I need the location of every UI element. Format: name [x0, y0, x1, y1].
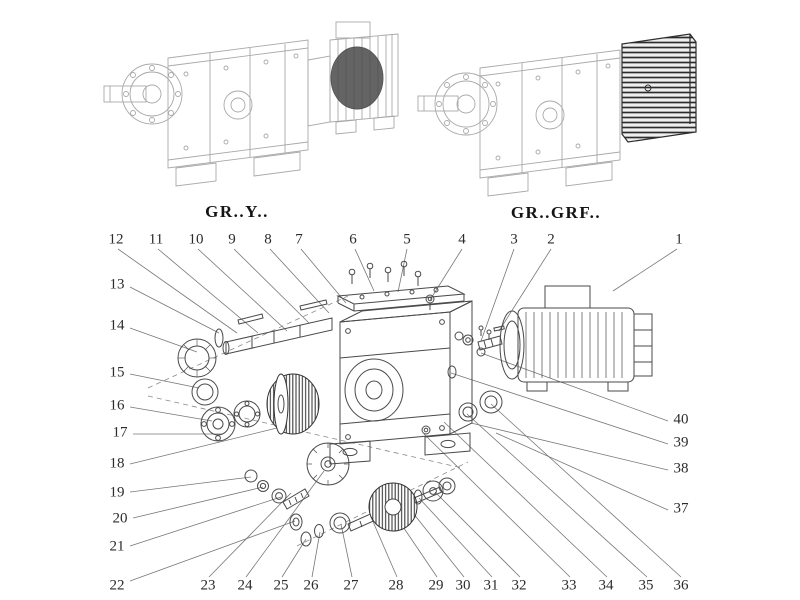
callout-39: 39 — [673, 434, 689, 451]
callout-34: 34 — [598, 577, 614, 594]
callout-23: 23 — [200, 577, 216, 594]
electric-motor — [499, 285, 653, 392]
callout-24: 24 — [237, 577, 253, 594]
callout-30: 30 — [455, 577, 471, 594]
output-shaft — [214, 299, 333, 355]
large-helical-gear — [266, 373, 320, 435]
assembled-unit-gr-grf — [417, 33, 697, 197]
callout-31: 31 — [483, 577, 499, 594]
housing-top-cover — [336, 285, 466, 312]
callout-28: 28 — [388, 577, 404, 594]
callout-37: 37 — [673, 500, 689, 517]
callout-12: 12 — [108, 231, 124, 248]
ball-bearings — [200, 400, 261, 442]
callout-1: 1 — [675, 231, 683, 248]
callout-5: 5 — [403, 231, 411, 248]
callout-22: 22 — [109, 577, 125, 594]
callout-21: 21 — [109, 538, 125, 555]
lower-shaft-assembly — [300, 477, 456, 547]
callout-9: 9 — [228, 231, 236, 248]
callout-38: 38 — [673, 460, 689, 477]
callout-2: 2 — [547, 231, 555, 248]
variant-label-gr-y: GR..Y.. — [205, 202, 269, 221]
callout-11: 11 — [148, 231, 164, 248]
callout-15: 15 — [109, 364, 125, 381]
callout-27: 27 — [343, 577, 359, 594]
washers-spacers — [244, 469, 303, 531]
seal-ring — [177, 338, 219, 406]
input-pinion-parts — [447, 347, 503, 422]
callout-35: 35 — [638, 577, 654, 594]
callout-10: 10 — [188, 231, 204, 248]
callout-40: 40 — [673, 411, 689, 428]
motor-coupling-parts — [454, 325, 505, 351]
leader-lines — [117, 248, 682, 582]
callout-13: 13 — [109, 276, 125, 293]
callout-33: 33 — [561, 577, 577, 594]
assembled-unit-gr-y — [103, 21, 399, 187]
exploded-view — [147, 260, 653, 547]
callout-7: 7 — [295, 231, 303, 248]
pinion-shaft — [282, 488, 310, 510]
callout-8: 8 — [264, 231, 272, 248]
callout-29: 29 — [428, 577, 444, 594]
callout-17: 17 — [112, 424, 128, 441]
callout-14: 14 — [109, 317, 125, 334]
variant-label-gr-grf: GR..GRF.. — [510, 203, 602, 222]
intermediate-gear — [306, 442, 350, 486]
cover-bolts — [348, 260, 435, 310]
callout-20: 20 — [112, 510, 128, 527]
callout-3: 3 — [510, 231, 518, 248]
callout-4: 4 — [458, 231, 466, 248]
callout-25: 25 — [273, 577, 289, 594]
callout-26: 26 — [303, 577, 319, 594]
callout-36: 36 — [673, 577, 689, 594]
assembly-axes — [147, 295, 469, 547]
callout-18: 18 — [109, 455, 125, 472]
callout-32: 32 — [511, 577, 527, 594]
callout-6: 6 — [349, 231, 357, 248]
callout-16: 16 — [109, 397, 125, 414]
callout-19: 19 — [109, 484, 125, 501]
gearbox-housing — [329, 300, 473, 465]
